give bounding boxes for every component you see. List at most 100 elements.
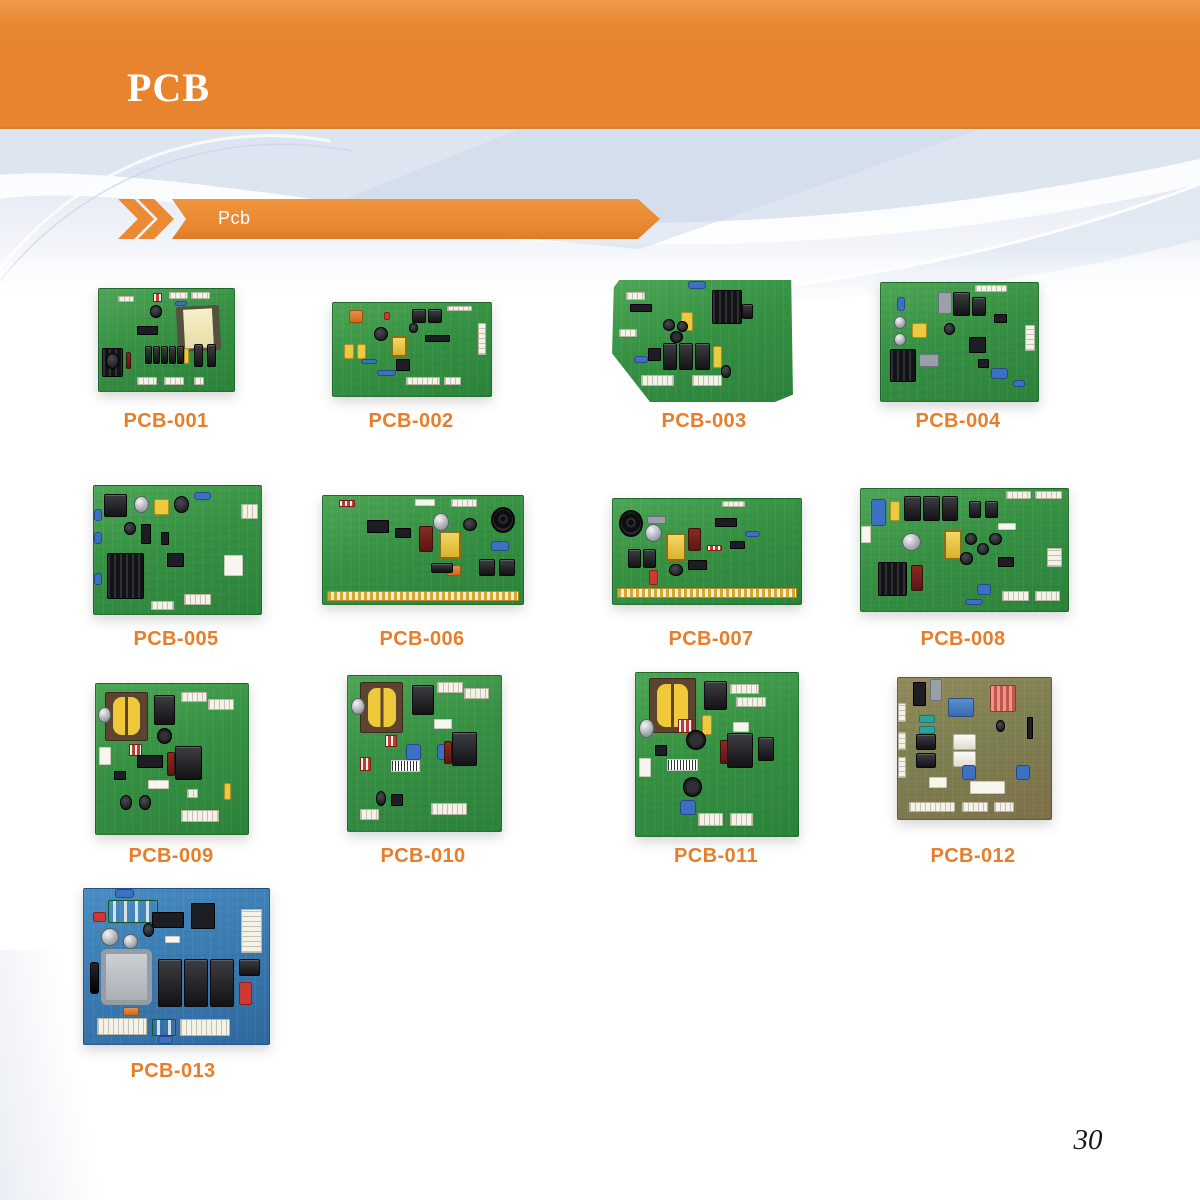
pcb-component-conn xyxy=(180,1019,231,1037)
pcb-component-capb xyxy=(669,564,683,576)
pcb-component-dkred xyxy=(444,741,453,765)
pcb-component-capb xyxy=(989,532,1002,546)
pcb-component-buzzer xyxy=(618,509,644,537)
pcb-component-orange xyxy=(348,310,364,324)
pcb-component-red xyxy=(93,912,107,922)
product-label: PCB-003 xyxy=(661,410,747,432)
pcb-photo-pcb-001 xyxy=(98,288,235,392)
pcb-component-cap xyxy=(351,697,365,715)
pcb-component-capb xyxy=(408,323,419,333)
pcb-component-blue xyxy=(174,301,187,307)
pcb-component-poti xyxy=(682,777,703,797)
pcb-component-trf xyxy=(105,691,148,741)
pcb-component-relay xyxy=(427,308,443,324)
pcb-component-white xyxy=(224,555,243,576)
pcb-component-relayb xyxy=(948,697,975,718)
pcb-component-conn xyxy=(446,305,473,312)
pcb-component-relay xyxy=(916,752,937,769)
pcb-component-connv xyxy=(898,756,906,779)
pcb-component-blue xyxy=(962,765,977,780)
pcb-photo-pcb-003 xyxy=(612,280,793,402)
pcb-component-relay xyxy=(904,496,922,521)
pcb-component-ic xyxy=(114,771,127,780)
pcb-component-ic xyxy=(395,528,411,539)
pcb-component-ic xyxy=(137,754,163,768)
pcb-component-conn xyxy=(464,688,489,700)
pcb-component-trf xyxy=(360,682,404,734)
pcb-component-conn xyxy=(1001,591,1029,602)
pcb-component-white xyxy=(997,523,1017,531)
pcb-component-barcode xyxy=(390,759,420,773)
pcb-component-try xyxy=(439,530,461,559)
pcb-component-conn xyxy=(729,684,760,695)
pcb-component-ic xyxy=(191,902,216,930)
product-label: PCB-002 xyxy=(368,410,454,432)
pcb-photo-pcb-002 xyxy=(332,302,492,397)
pcb-component-ic xyxy=(978,358,990,368)
pcb-component-dkred xyxy=(167,751,176,776)
pcb-component-relay xyxy=(158,958,183,1007)
pcb-component-blue xyxy=(896,297,905,312)
banner-label: Pcb xyxy=(218,208,251,228)
pcb-component-ic xyxy=(997,557,1015,568)
pcb-component-conn xyxy=(181,691,207,702)
pcb-component-relay xyxy=(169,346,176,365)
pcb-component-relay xyxy=(916,734,937,750)
pcb-component-conn xyxy=(181,810,220,822)
pcb-component-try xyxy=(665,532,687,561)
pcb-component-conn xyxy=(360,809,379,821)
pcb-component-blue xyxy=(1015,765,1030,780)
pcb-component-relay xyxy=(183,958,208,1007)
pcb-photo-pcb-006 xyxy=(322,495,524,605)
pcb-component-teal xyxy=(919,714,935,724)
pcb-component-relay xyxy=(175,745,203,780)
pcb-component-relay xyxy=(662,343,678,371)
pcb-component-poti xyxy=(686,730,706,750)
pcb-component-conn xyxy=(96,1017,147,1035)
pcb-component-yellow xyxy=(356,343,367,359)
pcb-component-red xyxy=(239,982,253,1006)
pcb-photo-pcb-011 xyxy=(635,672,799,837)
pcb-component-blue xyxy=(194,492,211,501)
pcb-component-relay xyxy=(207,344,217,367)
pcb-component-conn xyxy=(975,285,1007,293)
pcb-component-ic xyxy=(648,348,661,361)
pcb-component-ic xyxy=(655,744,667,757)
pcb-component-relay xyxy=(985,501,998,519)
pcb-component-conn xyxy=(619,328,638,338)
pcb-component-conn xyxy=(1005,491,1031,499)
product-label: PCB-009 xyxy=(128,845,214,867)
pcb-component-dkred xyxy=(688,528,702,552)
pcb-component-conn xyxy=(908,802,955,812)
pcb-photo-pcb-005 xyxy=(93,485,262,615)
pcb-component-conn xyxy=(640,375,674,387)
pcb-component-dip xyxy=(129,744,142,756)
pcb-component-gray xyxy=(918,353,940,367)
pcb-component-conn xyxy=(193,376,205,385)
pcb-component-dkred xyxy=(910,564,924,592)
pcb-component-relay xyxy=(153,346,160,365)
pcb-component-relay xyxy=(695,343,710,371)
pcb-component-white xyxy=(147,780,169,789)
pcb-component-try xyxy=(943,530,963,560)
pcb-component-ic xyxy=(1026,717,1033,739)
pcb-component-conn xyxy=(443,377,461,385)
pcb-component-white xyxy=(969,780,1006,794)
pcb-component-capb xyxy=(120,795,133,810)
product-label: PCB-006 xyxy=(379,628,465,650)
pcb-component-relay xyxy=(628,549,642,569)
pcb-component-cap xyxy=(902,532,922,552)
pcb-component-blue xyxy=(491,541,509,552)
pcb-component-teal xyxy=(919,725,935,735)
pcb-component-conn xyxy=(697,813,724,827)
pcb-component-connv xyxy=(241,909,262,953)
pcb-component-blue xyxy=(679,800,696,815)
product-label: PCB-012 xyxy=(930,845,1016,867)
pcb-component-poti xyxy=(156,727,172,744)
pcb-component-yellow xyxy=(184,348,190,365)
pcb-component-relay xyxy=(968,501,982,519)
pcb-component-capb xyxy=(150,305,163,318)
pcb-component-ic xyxy=(152,912,184,928)
pcb-component-dip xyxy=(360,756,371,771)
pcb-component-relay xyxy=(479,558,495,576)
